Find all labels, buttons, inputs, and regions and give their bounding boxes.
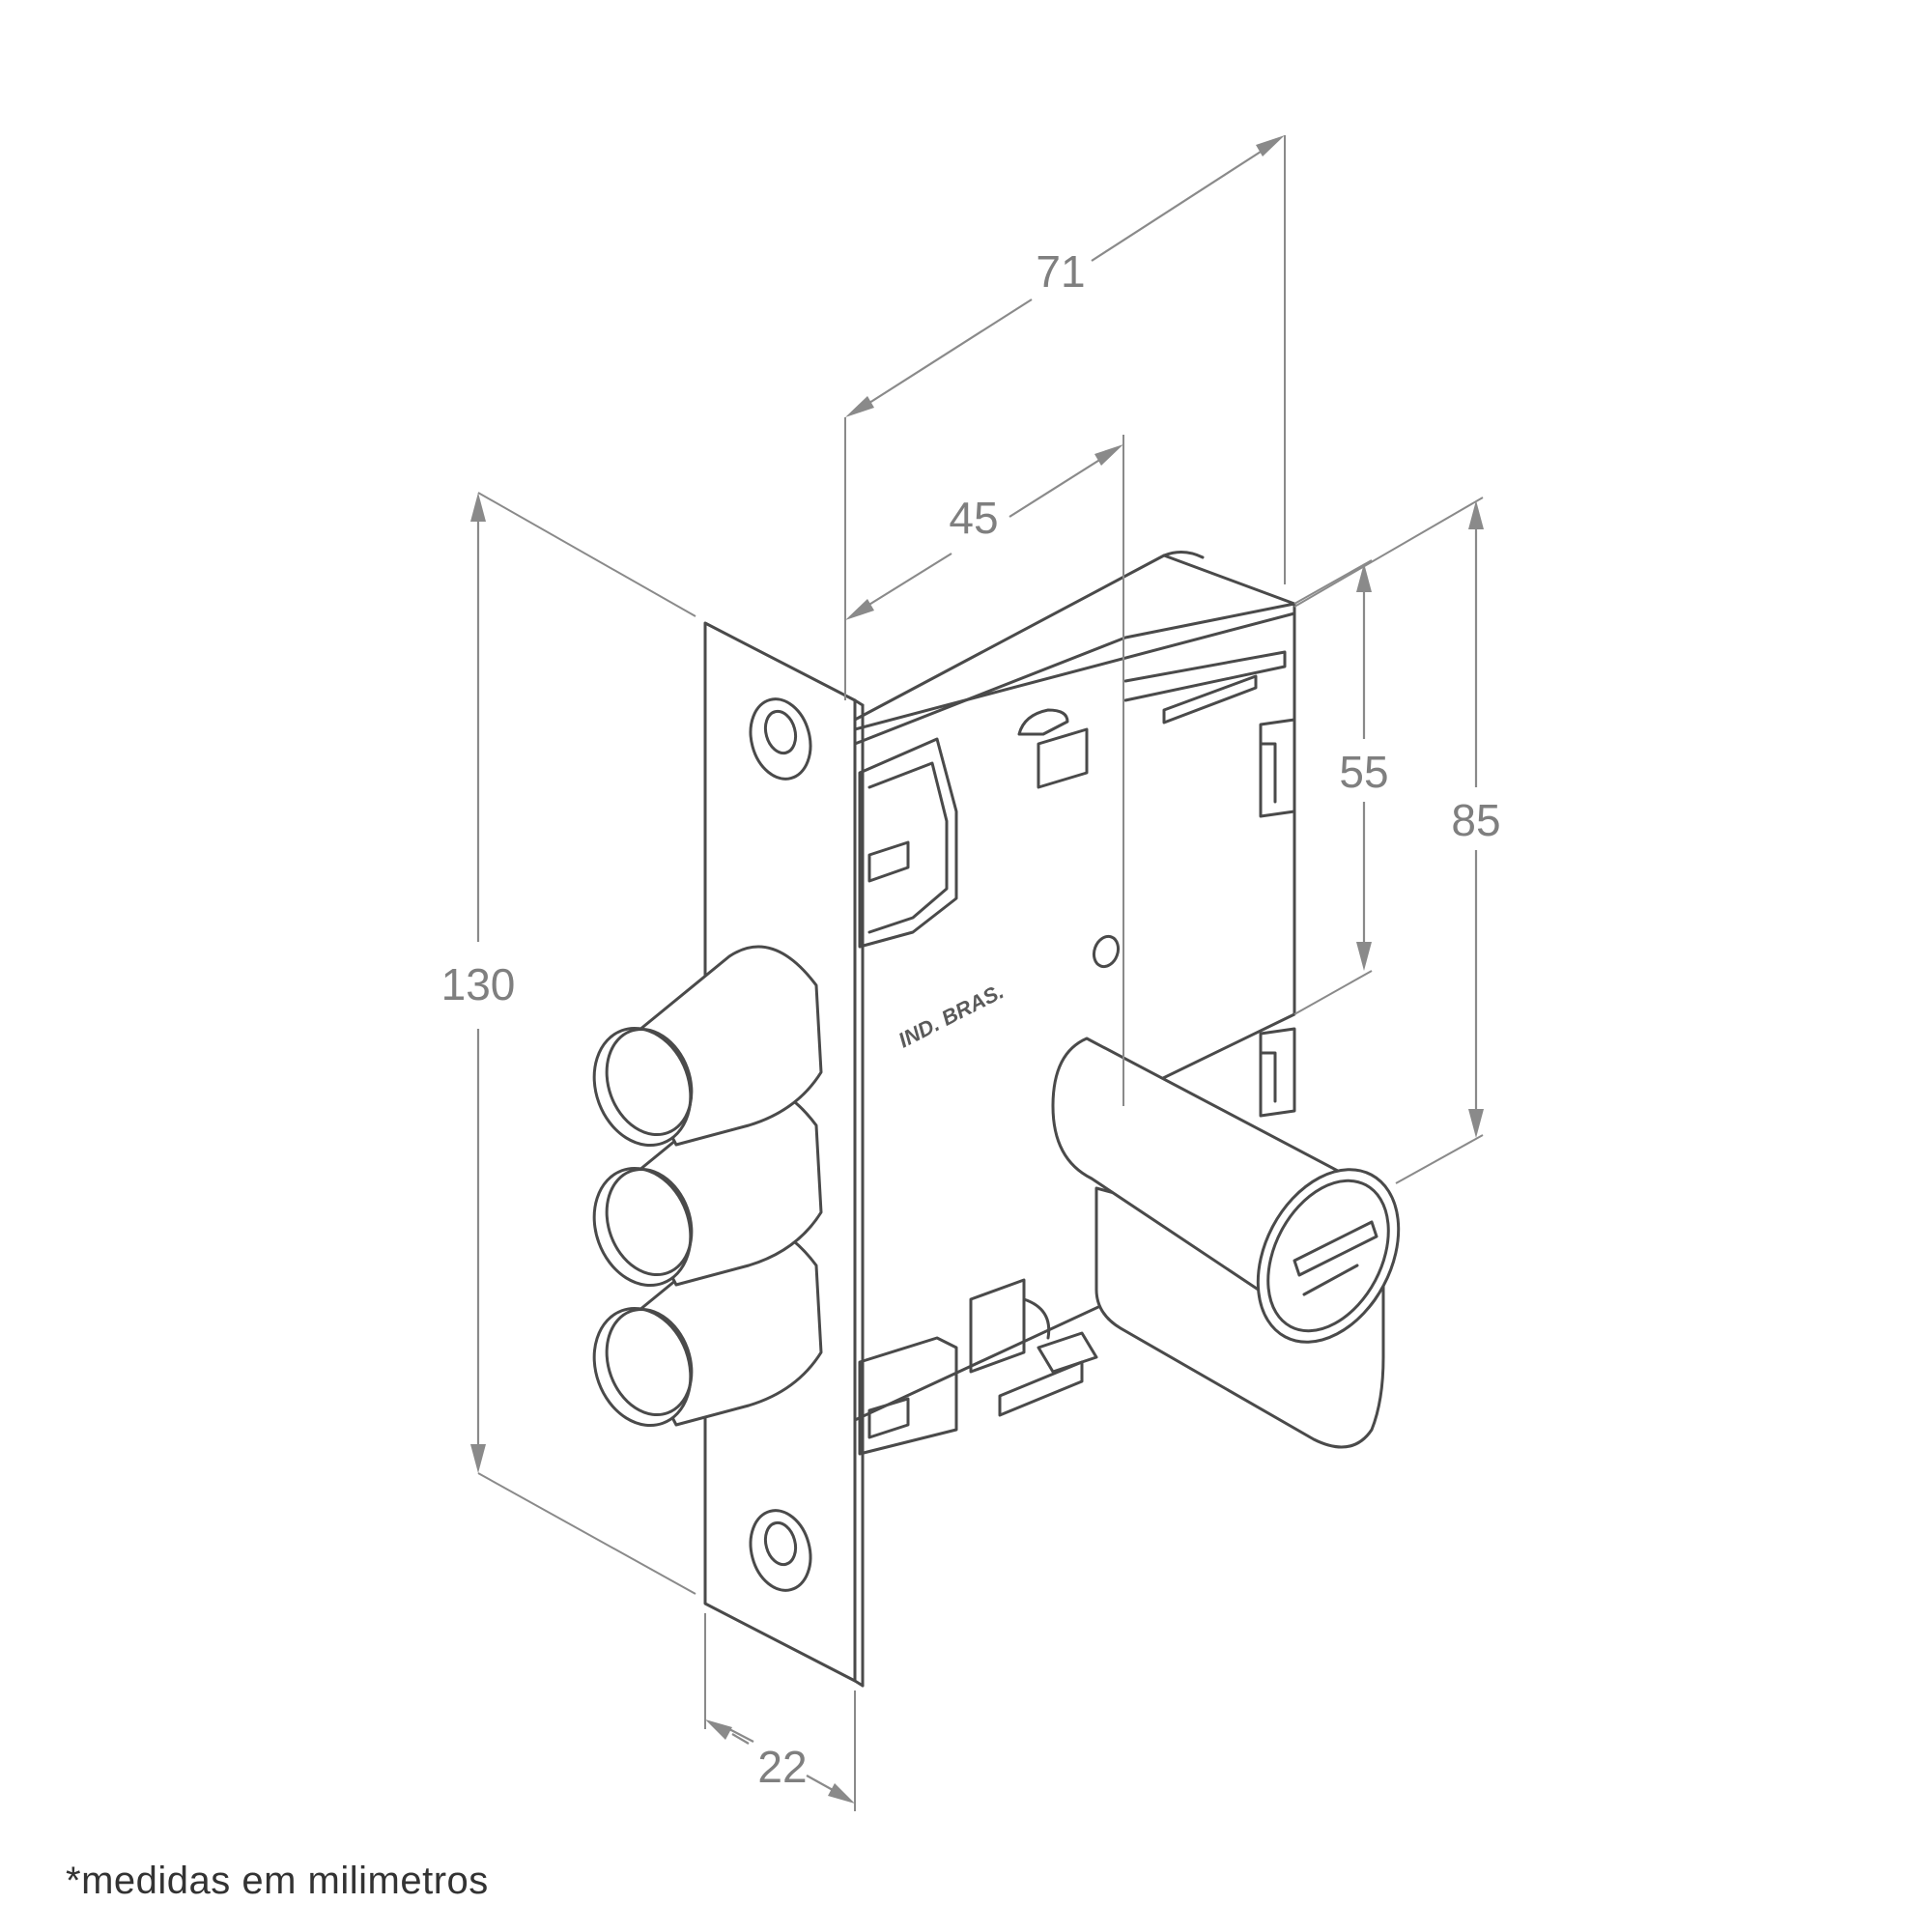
bolt-bottom <box>592 1225 823 1428</box>
dimension-label-130: 130 <box>441 959 516 1009</box>
dimension-backset-45: 45 <box>845 435 1124 1106</box>
lock-bolts <box>592 945 823 1428</box>
faceplate-screw-bottom <box>749 1509 812 1592</box>
dimension-label-55: 55 <box>1339 747 1388 797</box>
dimension-distance-85: 85 <box>1293 497 1501 1184</box>
bolt-top <box>592 945 823 1148</box>
lock-cylinder <box>1051 1037 1401 1449</box>
dimension-label-71: 71 <box>1036 246 1085 297</box>
dimension-distance-55: 55 <box>1293 559 1389 1015</box>
dimension-label-45: 45 <box>949 493 998 543</box>
dimension-depth-71: 71 <box>844 135 1286 700</box>
units-footnote: *medidas em milimetros <box>66 1860 489 1902</box>
dimension-height-130: 130 <box>441 492 696 1595</box>
faceplate-screw-top <box>749 697 812 781</box>
dimension-label-85: 85 <box>1451 795 1500 845</box>
dimension-width-22: 22 <box>704 1613 856 1811</box>
dimension-label-22: 22 <box>757 1742 807 1792</box>
